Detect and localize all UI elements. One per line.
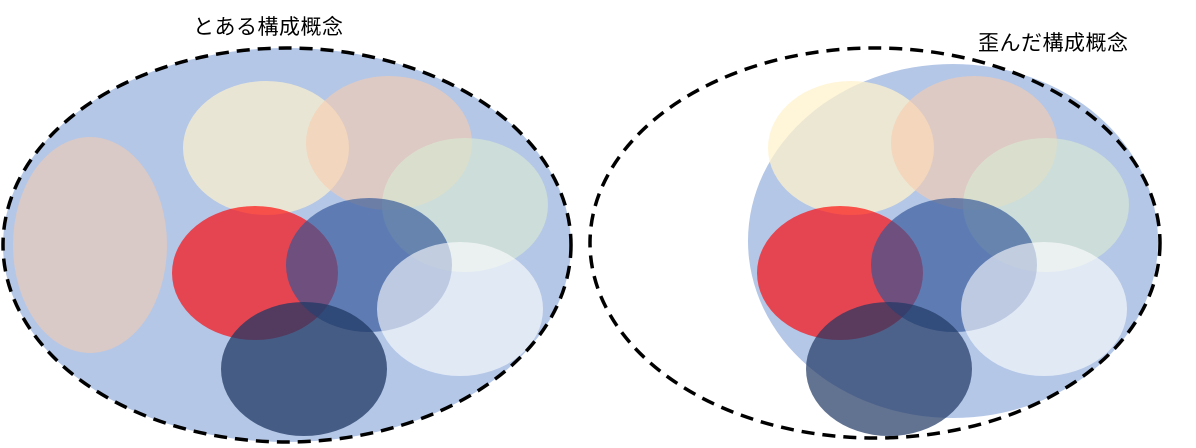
distorted-boundary [588, 46, 1162, 440]
diagram-title-original: とある構成概念 [193, 15, 344, 39]
original-part-yellow [183, 81, 349, 215]
distorted-part-white [961, 242, 1127, 376]
original-part-pink-left [13, 137, 167, 353]
original-part-navy [221, 302, 387, 436]
diagram-title-distorted: 歪んだ構成概念 [978, 31, 1129, 55]
original-part-white [377, 242, 543, 376]
original-boundary [1, 46, 573, 444]
distorted-part-yellow [768, 81, 934, 215]
distorted-part-navy [806, 302, 972, 436]
